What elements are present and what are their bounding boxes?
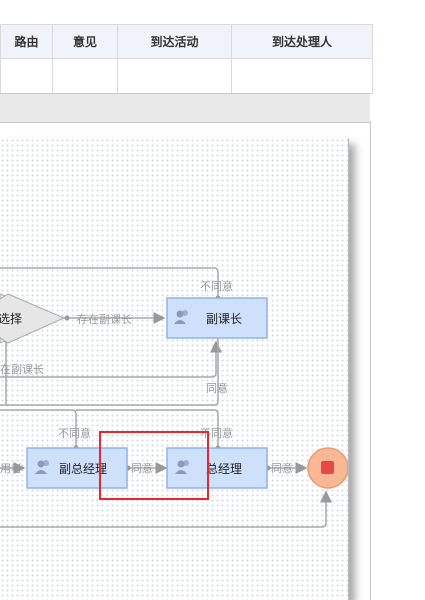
edge-butongyi-mid (0, 409, 77, 448)
node-fukezhang[interactable]: 副课长 (166, 297, 268, 339)
flow-diagram: 选择 副课长 副总经理 (0, 267, 348, 528)
col-header-opinion: 意见 (52, 24, 118, 59)
stop-icon (321, 461, 334, 474)
table-header-row: 路由 意见 到达活动 到达处理人 (0, 24, 373, 59)
edge-label: 同意 (271, 461, 293, 475)
node-choice-label: 选择 (0, 312, 22, 326)
col-header-route: 路由 (0, 24, 53, 59)
user-icon (35, 460, 49, 474)
node-fukezhang-label: 副课长 (206, 312, 242, 326)
table-cell (117, 58, 232, 94)
edge-labels: 不同意 存在副课长 在副课长 同意 不同意 不同意 用者 同意 同意 (0, 279, 293, 475)
user-icon (174, 310, 188, 324)
table-cell (52, 58, 118, 94)
table-cell (0, 58, 53, 94)
edge-label: 同意 (131, 461, 153, 475)
col-header-target-handler: 到达处理人 (231, 24, 373, 59)
end-node[interactable] (307, 447, 348, 489)
col-header-target-activity: 到达活动 (117, 24, 232, 59)
selection-highlight (99, 431, 209, 500)
flow-canvas-frame: 选择 副课长 副总经理 (0, 138, 349, 600)
flow-connectors (0, 267, 332, 528)
flow-canvas[interactable]: 选择 副课长 副总经理 (0, 138, 348, 600)
table-cell (231, 58, 373, 94)
node-zongjingli[interactable]: 总经理 (166, 447, 268, 489)
edge-to-fukezhang-bottom (0, 340, 222, 378)
edge-label: 同意 (206, 381, 228, 395)
panel-border (370, 121, 371, 600)
edge-label: 不同意 (58, 426, 91, 440)
edge-butongyi-right (76, 409, 219, 448)
node-choice[interactable]: 选择 (0, 293, 66, 344)
edge-butongyi-top (0, 267, 219, 298)
edge-label: 存在副课长 (77, 312, 132, 326)
table-row[interactable] (0, 58, 373, 94)
user-icon (175, 460, 189, 474)
node-fuzongjingli-label: 副总经理 (59, 462, 107, 476)
node-fuzongjingli[interactable]: 副总经理 (26, 447, 128, 489)
edge-bottom-to-end (0, 490, 332, 528)
route-table: 路由 意见 到达活动 到达处理人 (0, 24, 373, 94)
edge-tongyi-right (0, 338, 219, 406)
edge-label: 不同意 (200, 279, 233, 293)
panel-toolbar (0, 93, 370, 123)
node-zongjingli-label: 总经理 (206, 462, 242, 476)
edge-label: 在副课长 (0, 363, 44, 376)
edge-label: 用者 (0, 462, 22, 475)
